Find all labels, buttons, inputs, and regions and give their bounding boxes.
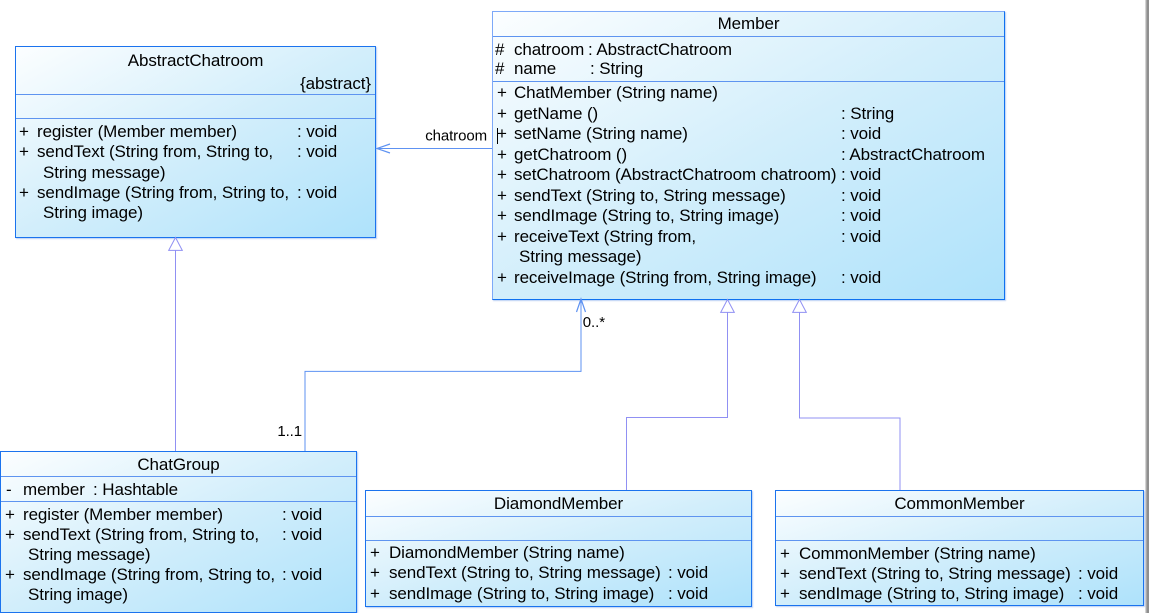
svg-text:1..1: 1..1	[277, 423, 302, 440]
svg-text:0..*: 0..*	[583, 314, 605, 331]
svg-text:chatroom: chatroom	[425, 128, 487, 145]
